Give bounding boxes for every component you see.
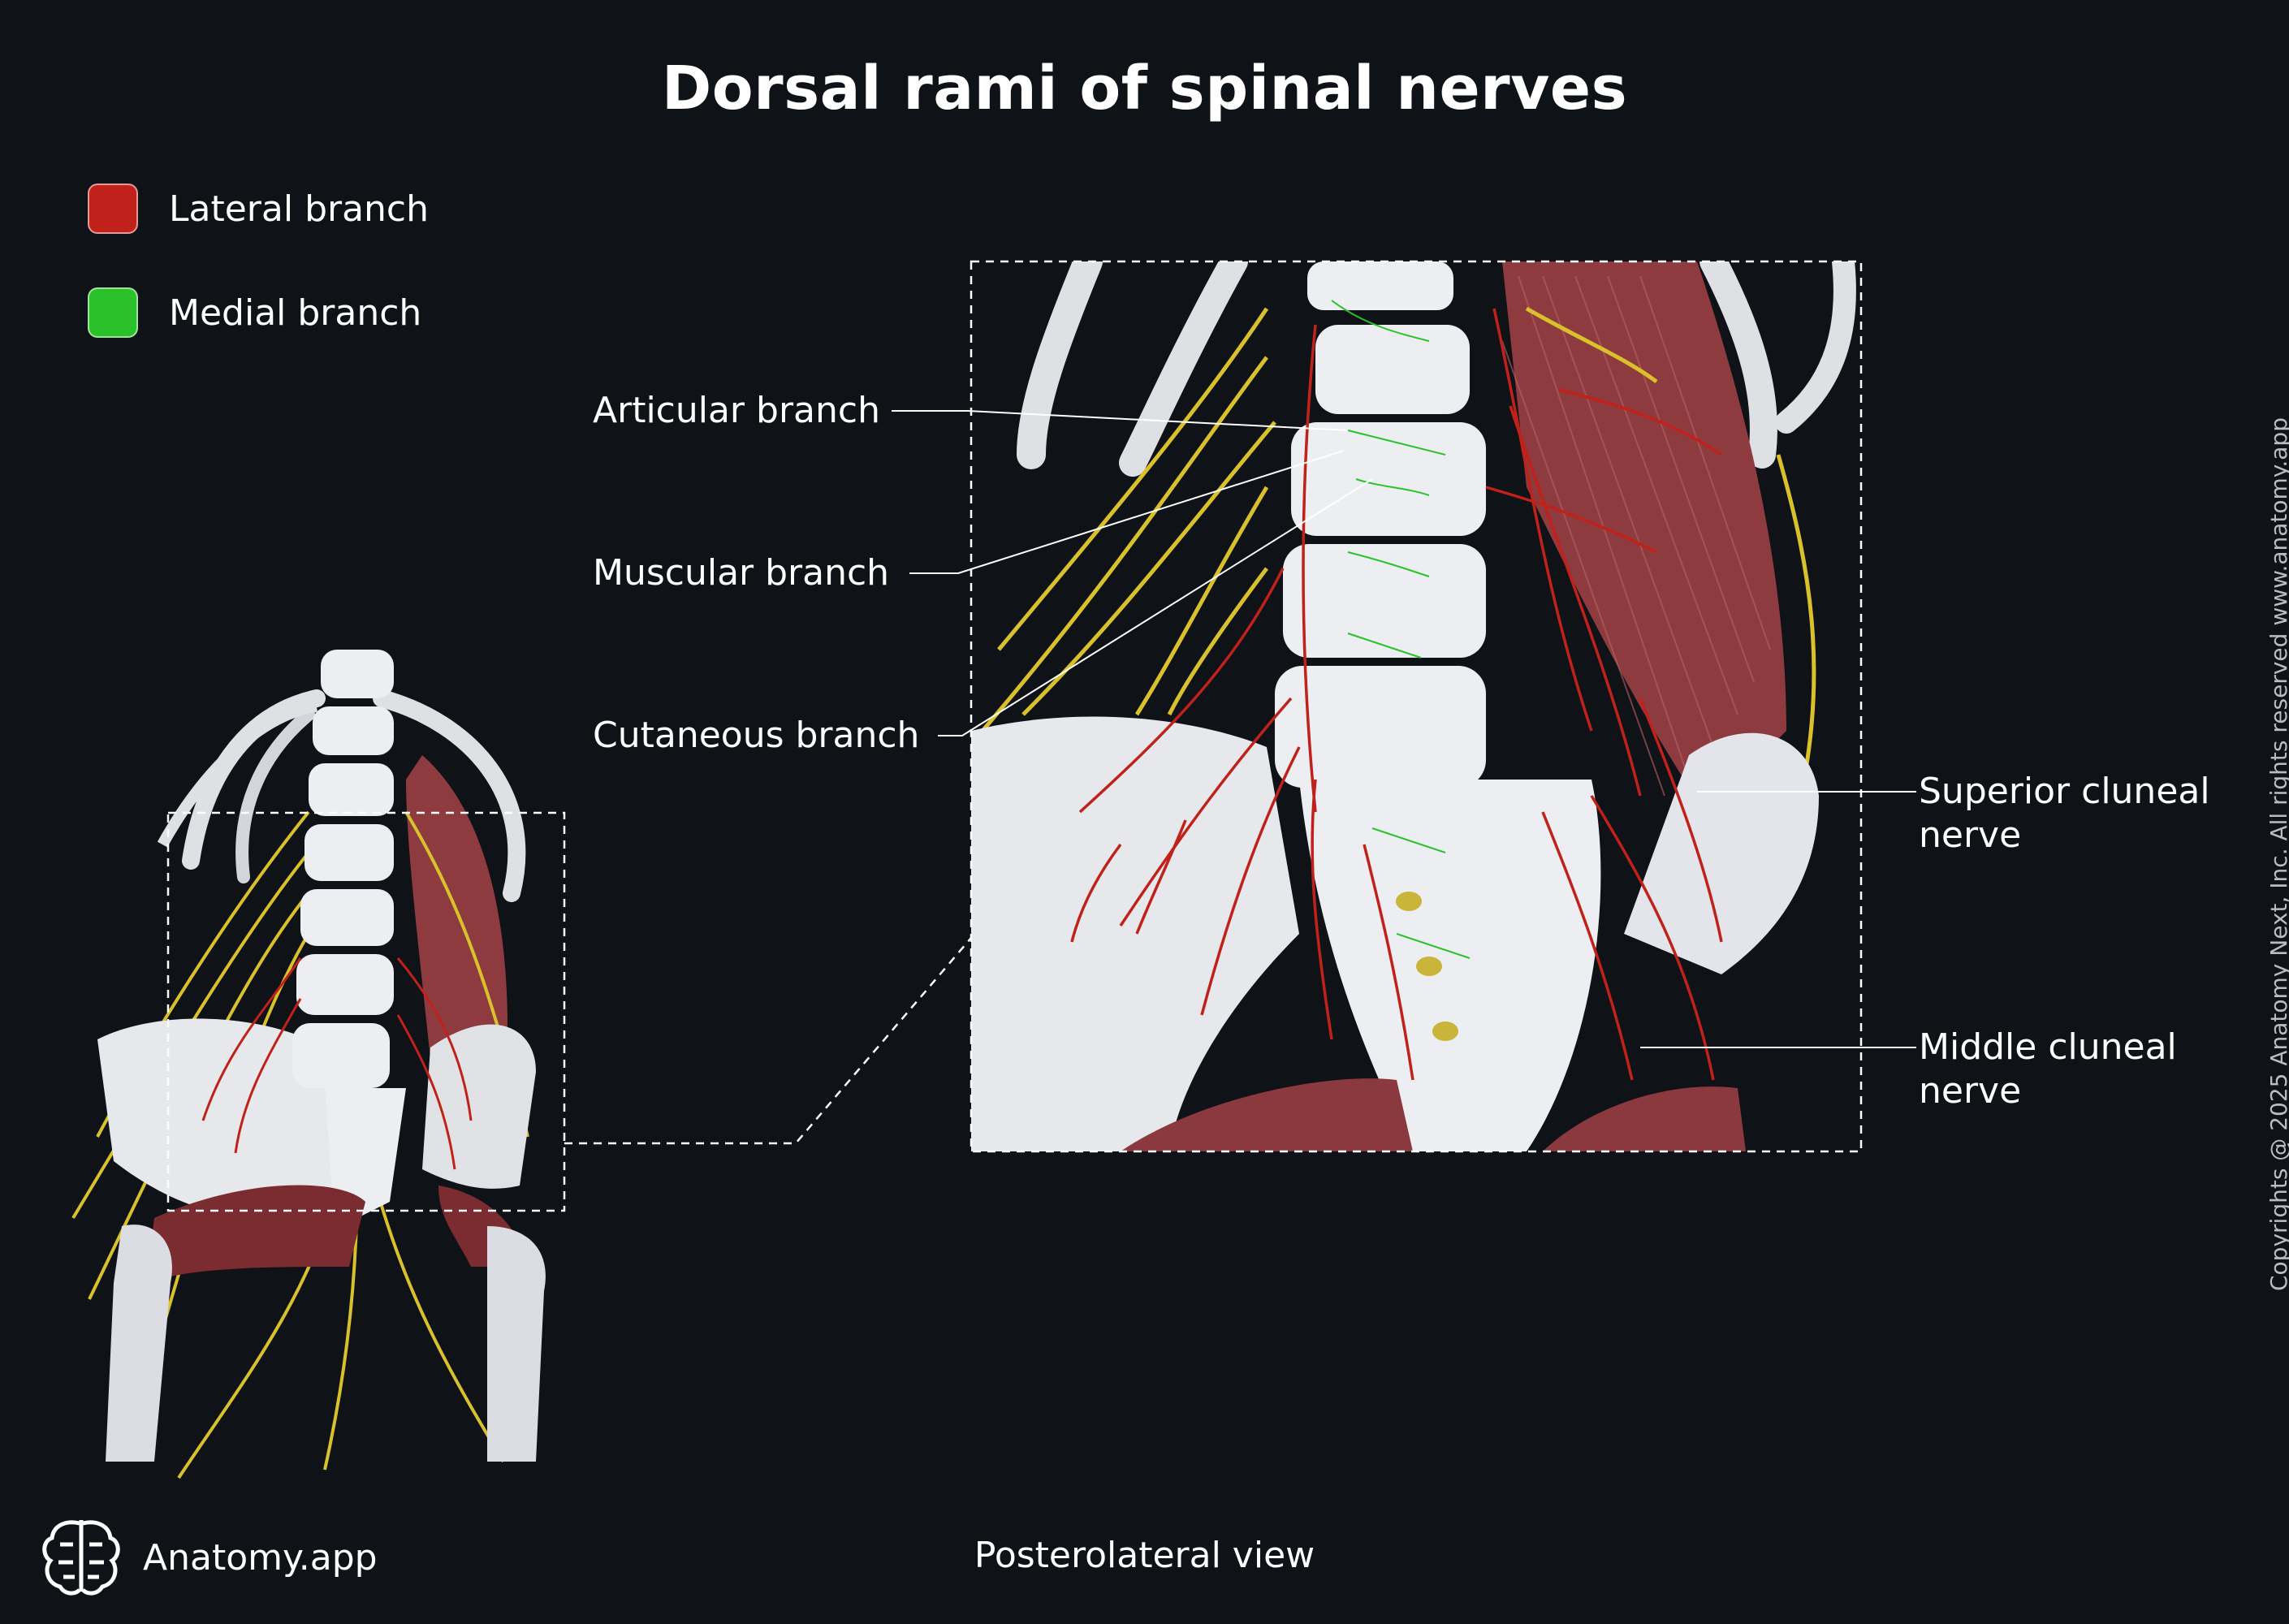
articular-branch-label: Articular branch <box>593 390 880 431</box>
muscular-branch-label: Muscular branch <box>593 552 890 594</box>
muscular-leader-line <box>909 450 1345 574</box>
medial-branch-swatch <box>88 287 138 338</box>
copyright-notice: Copyrights @ 2025 Anatomy Next, Inc. All… <box>2265 417 2289 1291</box>
brand: Anatomy.app <box>42 1517 378 1598</box>
zoom-connector-line <box>564 937 972 1145</box>
view-caption: Posterolateral view <box>974 1535 1315 1576</box>
page-title: Dorsal rami of spinal nerves <box>661 54 1628 123</box>
cutaneous-leader-line <box>938 478 1373 736</box>
zoom-panel <box>971 261 1861 1151</box>
overview-highlight-box <box>166 811 566 1212</box>
superior-cluneal-line2: nerve <box>1919 814 2022 856</box>
zoom-panel-border <box>970 260 1863 1153</box>
brand-logo-space <box>42 1517 123 1598</box>
legend-item-medial-branch: Medial branch <box>88 287 421 338</box>
lateral-branch-swatch <box>88 184 138 234</box>
middle-cluneal-line2: nerve <box>1919 1070 2022 1112</box>
legend-label: Lateral branch <box>169 188 430 230</box>
legend-label: Medial branch <box>169 292 422 334</box>
brain-logo-icon <box>42 1520 120 1596</box>
middle-cluneal-line1: Middle cluneal <box>1919 1026 2177 1068</box>
overview-figure <box>71 650 546 1479</box>
superior-cluneal-nerve-label: Superior cluneal nerve <box>1919 770 2210 857</box>
legend-item-lateral-branch: Lateral branch <box>88 184 429 234</box>
superior-cluneal-line1: Superior cluneal <box>1919 771 2210 812</box>
middle-cluneal-nerve-label: Middle cluneal nerve <box>1919 1026 2177 1113</box>
cutaneous-branch-label: Cutaneous branch <box>593 715 920 756</box>
brand-name: Anatomy.app <box>143 1536 378 1579</box>
articular-leader-line <box>892 410 1349 431</box>
